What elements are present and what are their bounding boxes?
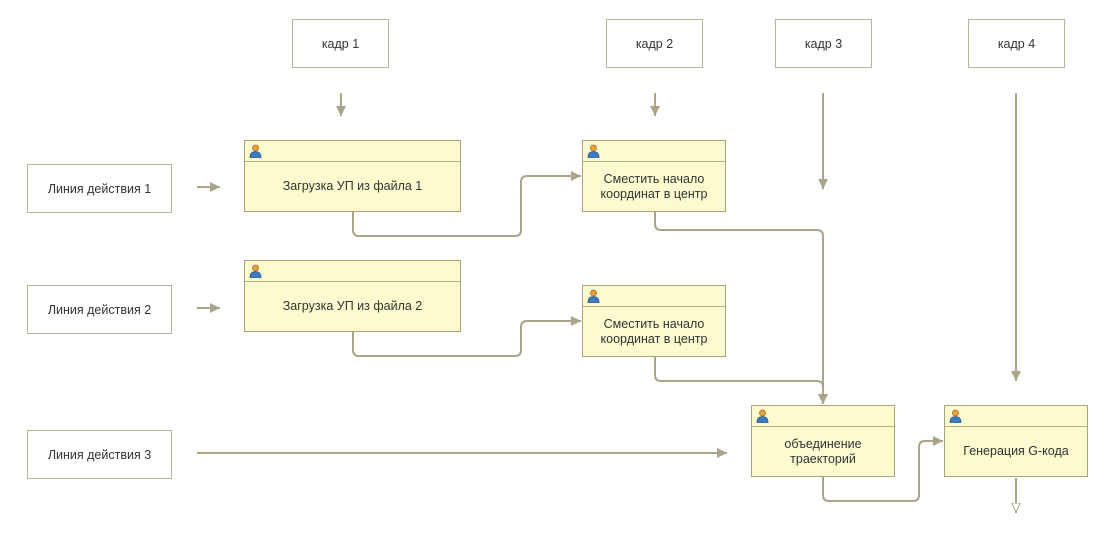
user-icon (756, 409, 769, 423)
task-header (583, 141, 725, 162)
frame-1-label: кадр 1 (321, 36, 360, 51)
task-header (583, 286, 725, 307)
task-load-file-2[interactable]: Загрузка УП из файла 2 (244, 260, 461, 332)
task-header (945, 406, 1087, 427)
user-icon (587, 144, 600, 158)
flow-load1-to-shift1 (352, 171, 581, 237)
action-line-1-label: Линия действия 1 (47, 181, 152, 196)
task-generate-gcode[interactable]: Генерация G-кода (944, 405, 1088, 477)
task-label: Сместить начало координат в центр (600, 171, 708, 201)
user-icon (949, 409, 962, 423)
task-label: Сместить начало координат в центр (600, 316, 708, 346)
frame-2-label: кадр 2 (635, 36, 674, 51)
frame-4[interactable]: кадр 4 (968, 19, 1065, 68)
task-header (245, 141, 460, 162)
task-header (245, 261, 460, 282)
frame-3[interactable]: кадр 3 (775, 19, 872, 68)
action-line-3-label: Линия действия 3 (47, 447, 152, 462)
task-shift-origin-1[interactable]: Сместить начало координат в центр (582, 140, 726, 212)
frame-4-label: кадр 4 (997, 36, 1036, 51)
action-line-2-label: Линия действия 2 (47, 302, 152, 317)
task-merge-trajectories[interactable]: объединение траекторий (751, 405, 895, 477)
action-line-1[interactable]: Линия действия 1 (27, 164, 172, 213)
task-load-file-1[interactable]: Загрузка УП из файла 1 (244, 140, 461, 212)
user-icon (249, 144, 262, 158)
user-icon (587, 289, 600, 303)
task-shift-origin-2[interactable]: Сместить начало координат в центр (582, 285, 726, 357)
action-line-2[interactable]: Линия действия 2 (27, 285, 172, 334)
task-label: Загрузка УП из файла 2 (282, 299, 423, 313)
task-label: Генерация G-кода (963, 444, 1069, 458)
frame-1[interactable]: кадр 1 (292, 19, 389, 68)
task-header (752, 406, 894, 427)
frame-2[interactable]: кадр 2 (606, 19, 703, 68)
flow-shift2-to-merge (654, 357, 828, 404)
flow-shift1-to-merge (654, 212, 828, 404)
frame-3-label: кадр 3 (804, 36, 843, 51)
action-line-3[interactable]: Линия действия 3 (27, 430, 172, 479)
user-icon (249, 264, 262, 278)
flow-load2-to-shift2 (352, 316, 581, 357)
task-label: объединение траекторий (784, 436, 862, 466)
task-label: Загрузка УП из файла 1 (282, 179, 423, 193)
flow-merge-to-gcode (822, 436, 943, 502)
